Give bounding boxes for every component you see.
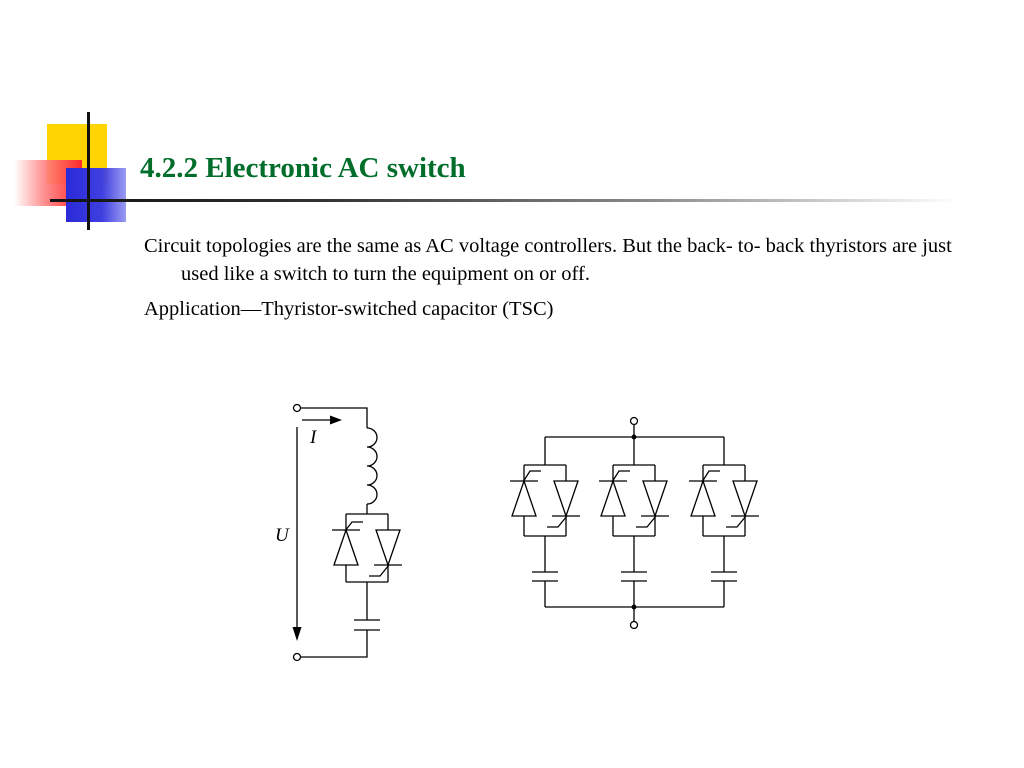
slide-title: 4.2.2 Electronic AC switch <box>140 152 466 184</box>
top-terminal <box>292 403 302 413</box>
tsc-branch-3 <box>689 437 759 607</box>
bottom-wire <box>301 630 368 658</box>
tsc-top-terminal <box>629 416 639 426</box>
body-paragraph-application: Application―Thyristor-switched capacitor… <box>144 298 554 321</box>
tsc-bottom-terminal <box>629 620 639 630</box>
body-paragraph-topologies: Circuit topologies are the same as AC vo… <box>144 235 952 285</box>
capacitor <box>354 619 380 631</box>
voltage-label: U <box>275 525 290 546</box>
tsc-branch-1 <box>510 437 580 607</box>
top-wire <box>301 407 368 428</box>
bottom-terminal <box>292 652 302 662</box>
three-branch-tsc-circuit <box>510 416 759 630</box>
slide-body: Circuit topologies are the same as AC vo… <box>144 233 994 324</box>
tsc-branch-2 <box>599 437 669 607</box>
thyristor-up-gate <box>344 521 363 532</box>
logo-vertical-line <box>87 112 90 230</box>
single-branch-circuit: I U <box>275 403 402 662</box>
current-arrow-head <box>330 415 342 425</box>
slide-logo-decoration <box>0 0 140 240</box>
antiparallel-thyristor-pair <box>332 513 402 583</box>
inductor <box>366 427 378 505</box>
current-label: I <box>309 427 318 448</box>
title-underline <box>50 199 960 202</box>
thyristor-down-gate <box>369 564 390 577</box>
thyristor-down <box>374 529 402 568</box>
voltage-arrow-head <box>292 627 302 641</box>
thyristor-up <box>332 527 360 566</box>
logo-blue-square <box>66 168 126 222</box>
